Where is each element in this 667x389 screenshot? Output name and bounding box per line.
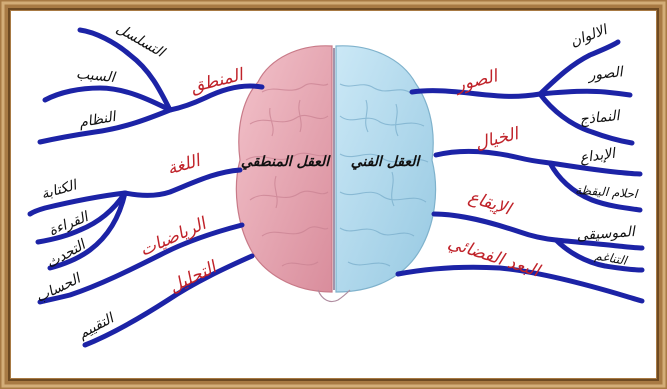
left-hemisphere-label: العقل المنطقي xyxy=(241,154,331,170)
right-hemisphere-label: العقل الفني xyxy=(351,154,422,170)
brain-illustration xyxy=(236,46,435,302)
